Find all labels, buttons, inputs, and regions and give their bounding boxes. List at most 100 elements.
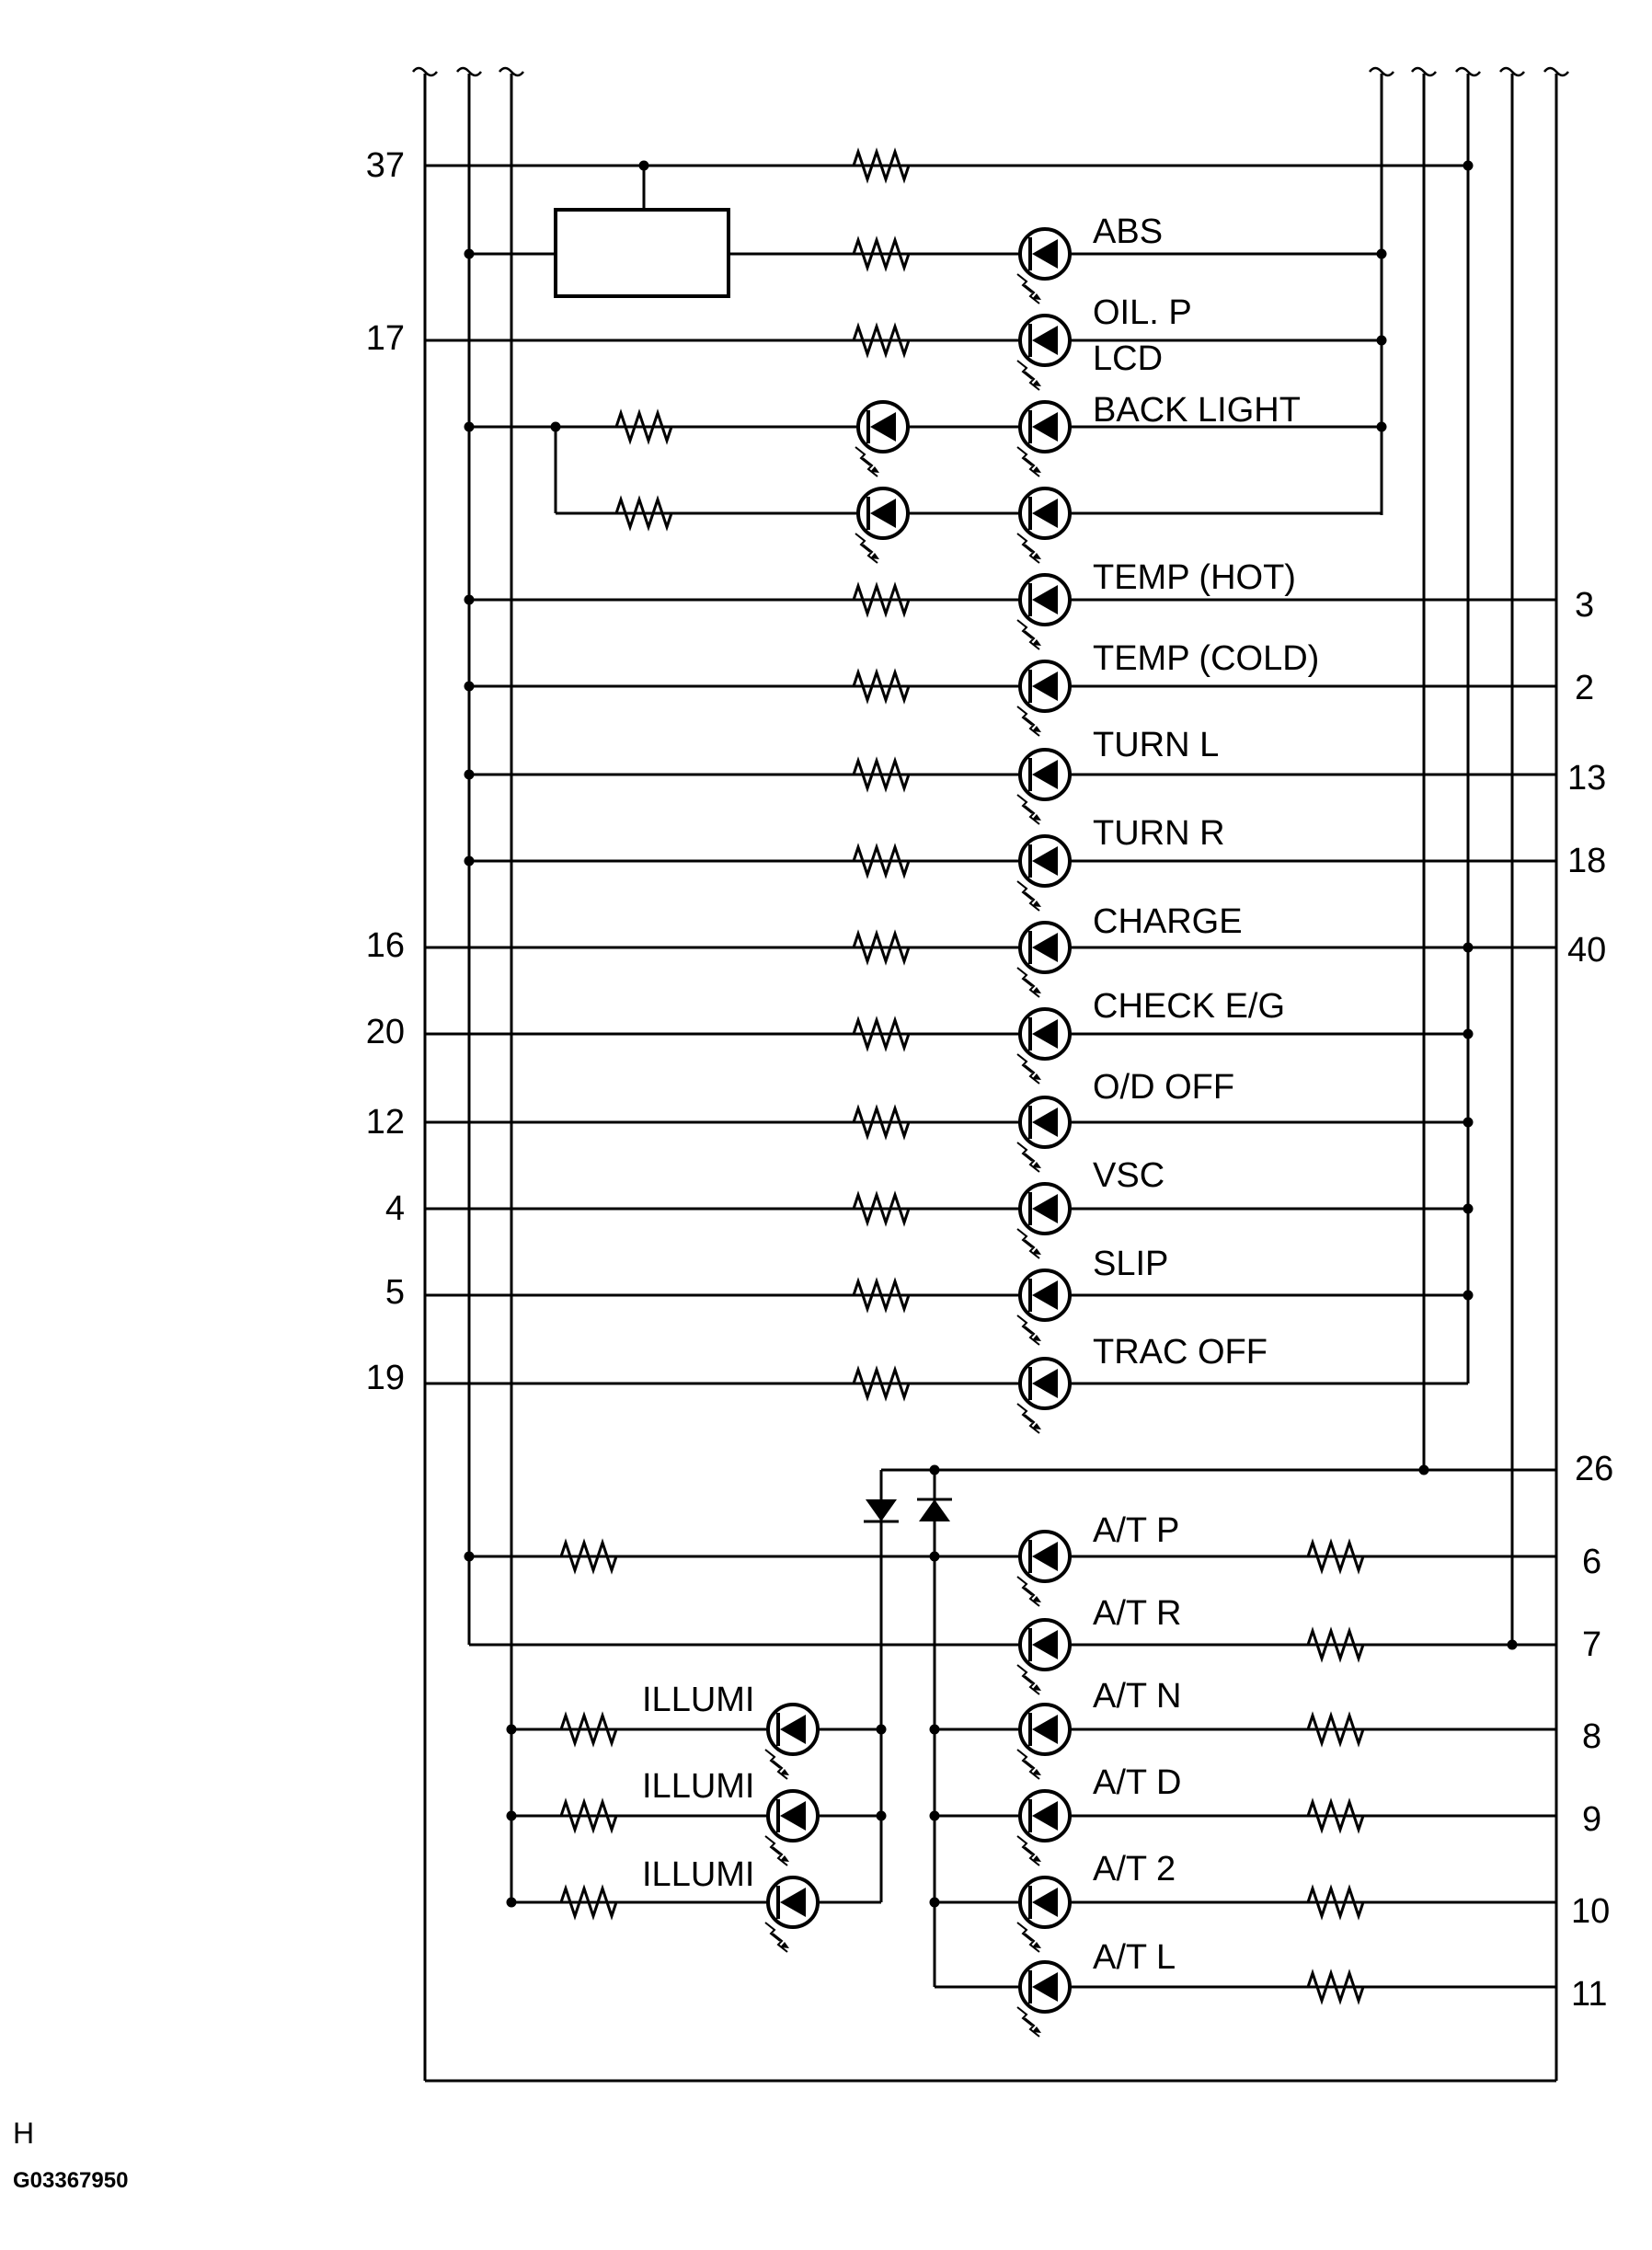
led-ray: [1016, 1922, 1033, 1942]
led-ray: [1016, 446, 1033, 466]
break-mark: [1455, 66, 1481, 77]
led: [764, 1876, 820, 1953]
resistor: [852, 235, 911, 272]
led-triangle: [1032, 1801, 1058, 1831]
led-triangle: [1032, 1108, 1058, 1137]
led: [1016, 1789, 1072, 1866]
resistor: [559, 1797, 618, 1834]
break-mark: [1369, 66, 1394, 77]
pin-40: 40: [1567, 931, 1606, 970]
resistor: [1306, 1797, 1365, 1834]
led-ray: [1024, 805, 1040, 825]
junction-dot: [1418, 1464, 1429, 1475]
led-ray: [1024, 1064, 1040, 1085]
break-mark: [1499, 66, 1525, 77]
label-slip: SLIP: [1093, 1245, 1168, 1283]
led: [1016, 1618, 1072, 1695]
led-ray-head: [1032, 726, 1041, 732]
label-trac-off: TRAC OFF: [1093, 1333, 1268, 1372]
resistor: [559, 1538, 618, 1575]
junction-dot: [464, 594, 475, 605]
led-ray-head: [780, 1942, 789, 1948]
led-ray-head: [1032, 814, 1041, 821]
resistor: [852, 668, 911, 705]
junction-dot: [929, 1897, 940, 1908]
led-ray: [1024, 1414, 1040, 1434]
led: [1016, 573, 1072, 650]
junction-dot: [1463, 160, 1474, 171]
label-at-2: A/T 2: [1093, 1850, 1176, 1888]
label-illumi-1: ILLUMI: [642, 1681, 754, 1719]
led-ray: [1024, 2017, 1040, 2038]
components: [554, 147, 1365, 2038]
diode: [866, 1499, 897, 1521]
pin-6: 6: [1582, 1543, 1601, 1581]
led-triangle: [1032, 412, 1058, 442]
led: [1016, 314, 1072, 391]
footer-letter: H: [13, 2117, 34, 2150]
led: [1016, 1703, 1072, 1780]
pin-17: 17: [366, 319, 405, 358]
pin-26: 26: [1575, 1450, 1613, 1488]
junction-dot: [1376, 335, 1387, 346]
led-ray-head: [870, 553, 879, 559]
pin-4: 4: [385, 1189, 405, 1228]
led-ray: [1016, 1664, 1033, 1684]
led-ray-head: [1032, 1942, 1041, 1948]
led-ray: [1024, 1675, 1040, 1695]
junction-dot: [929, 1551, 940, 1562]
label-od-off: O/D OFF: [1093, 1068, 1234, 1107]
led-triangle: [870, 499, 896, 528]
junction-dot: [506, 1810, 517, 1821]
led: [1016, 1182, 1072, 1259]
led-ray: [1016, 1403, 1033, 1423]
led-triangle: [1032, 1888, 1058, 1917]
led-ray: [764, 1835, 781, 1855]
break-mark: [1543, 66, 1569, 77]
led-ray-head: [780, 1769, 789, 1775]
led-ray: [1024, 891, 1040, 912]
break-mark: [456, 66, 482, 77]
pin-19: 19: [366, 1359, 405, 1397]
led-ray: [1016, 1053, 1033, 1073]
junction-dot: [876, 1810, 887, 1821]
junction-dot: [1463, 1203, 1474, 1214]
label-at-p: A/T P: [1093, 1511, 1179, 1550]
led-triangle: [1032, 933, 1058, 962]
led: [855, 400, 910, 477]
led-ray-head: [1032, 1684, 1041, 1691]
control-box: [554, 208, 730, 298]
led-ray: [1024, 717, 1040, 737]
led-ray-head: [1032, 1769, 1041, 1775]
led-ray: [1024, 1239, 1040, 1259]
pin-7: 7: [1582, 1625, 1601, 1664]
resistor: [852, 581, 911, 618]
junction-dot: [464, 248, 475, 259]
junction-dot: [876, 1724, 887, 1735]
diode: [919, 1499, 950, 1521]
led-triangle: [1032, 846, 1058, 876]
led-ray: [862, 544, 878, 564]
led-ray: [1016, 794, 1033, 814]
led: [1016, 1876, 1072, 1953]
resistor: [852, 1016, 911, 1052]
junction-dots: [464, 160, 1518, 1908]
led-triangle: [1032, 585, 1058, 614]
resistor: [852, 1190, 911, 1227]
led-triangle: [1032, 1280, 1058, 1310]
led-ray: [1016, 619, 1033, 639]
led-ray: [1016, 533, 1033, 553]
led-ray-head: [1032, 553, 1041, 559]
led: [1016, 921, 1072, 998]
led-ray: [1024, 1760, 1040, 1780]
label-abs: ABS: [1093, 212, 1163, 251]
led-ray-head: [1032, 1073, 1041, 1080]
led-ray-head: [780, 1855, 789, 1862]
led-ray: [1016, 967, 1033, 987]
led-ray: [1024, 1326, 1040, 1346]
label-at-l: A/T L: [1093, 1938, 1176, 1977]
junction-dot: [1376, 248, 1387, 259]
junction-dot: [1376, 421, 1387, 432]
label-turn-l: TURN L: [1093, 726, 1219, 764]
resistor: [614, 408, 673, 445]
